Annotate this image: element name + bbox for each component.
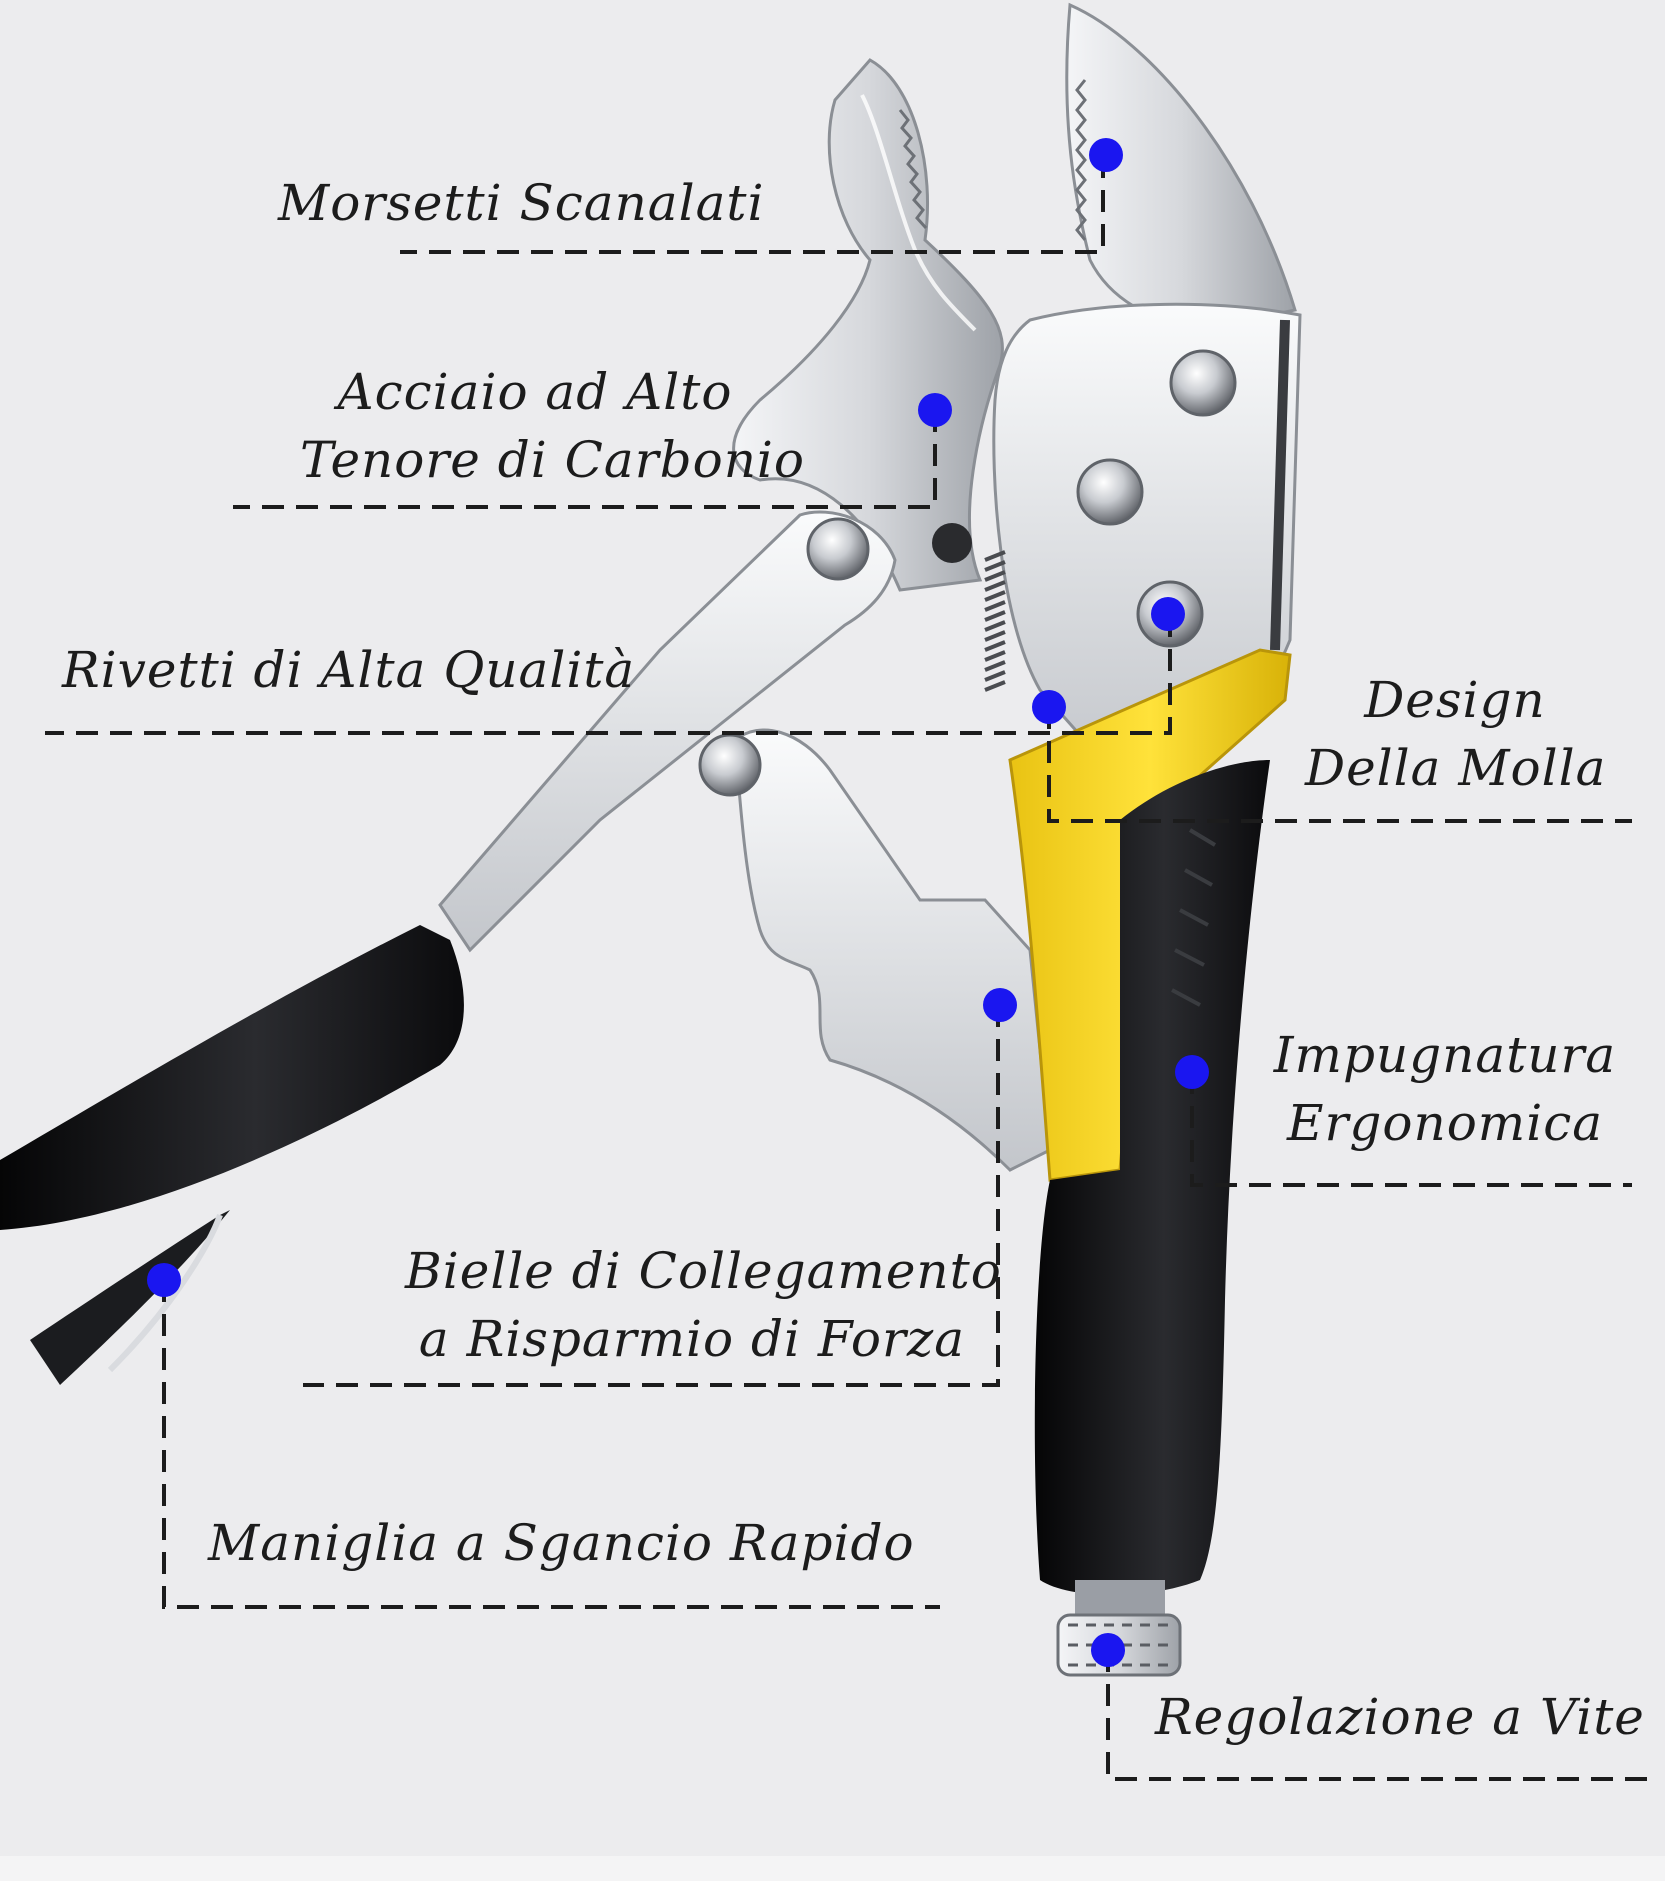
rivet [698, 733, 762, 797]
callout-vite: Regolazione a Vite [1155, 1692, 1645, 1742]
leader-line-morsetti [400, 156, 1105, 254]
left-handle-grip [0, 925, 464, 1385]
marker-molla [1032, 690, 1066, 724]
callout-impugnatura-line2: Ergonomica [1286, 1094, 1604, 1152]
callout-impugnatura: Impugnatura Ergonomica [1250, 1030, 1640, 1148]
leader-line-maniglia [162, 1280, 940, 1609]
callout-morsetti: Morsetti Scanalati [278, 178, 764, 228]
callout-molla-line1: Design [1364, 671, 1546, 729]
marker-morsetti [1089, 138, 1123, 172]
callout-bielle: Bielle di Collegamento a Risparmio di Fo… [405, 1242, 1002, 1368]
rivet [1076, 458, 1144, 526]
callout-morsetti-line1: Morsetti Scanalati [278, 174, 765, 232]
callout-rivetti-line1: Rivetti di Alta Qualità [62, 641, 636, 699]
marker-maniglia [147, 1263, 181, 1297]
callout-acciaio: Acciaio ad Alto Tenore di Carbonio [300, 363, 806, 489]
callout-acciaio-line1: Acciaio ad Alto [337, 363, 733, 421]
leader-line-molla [1047, 707, 1632, 823]
spring [932, 523, 1006, 692]
right-handle-grip [1034, 760, 1270, 1595]
callout-bielle-line2: a Risparmio di Forza [418, 1310, 965, 1368]
marker-acciaio [918, 393, 952, 427]
callout-bielle-line1: Bielle di Collegamento [405, 1242, 1002, 1300]
bottom-strip [0, 1856, 1665, 1881]
callout-molla-line2: Della Molla [1305, 739, 1607, 797]
marker-bielle [983, 988, 1017, 1022]
leader-line-bielle [303, 1005, 1000, 1387]
rivet [806, 517, 870, 581]
callout-vite-line1: Regolazione a Vite [1155, 1688, 1645, 1746]
rivet [1169, 349, 1237, 417]
markers [147, 138, 1209, 1667]
leader-line-acciaio [233, 410, 937, 509]
leader-lines [45, 156, 1650, 1781]
lower-jaw [732, 58, 1004, 592]
leader-line-rivetti [45, 615, 1172, 735]
callout-impugnatura-line1: Impugnatura [1273, 1026, 1617, 1084]
callout-molla: Design Della Molla [1305, 675, 1605, 793]
callout-rivetti: Rivetti di Alta Qualità [62, 645, 635, 695]
leader-line-vite [1106, 1650, 1650, 1781]
marker-rivetti [1151, 597, 1185, 631]
release-lever-steel [733, 728, 1052, 1172]
callout-acciaio-line2: Tenore di Carbonio [300, 431, 806, 489]
marker-impugnatura [1175, 1055, 1209, 1089]
callout-maniglia-line1: Maniglia a Sgancio Rapido [208, 1514, 915, 1572]
marker-vite [1091, 1633, 1125, 1667]
callout-maniglia: Maniglia a Sgancio Rapido [208, 1518, 915, 1568]
leader-line-impugnatura [1190, 1072, 1632, 1187]
